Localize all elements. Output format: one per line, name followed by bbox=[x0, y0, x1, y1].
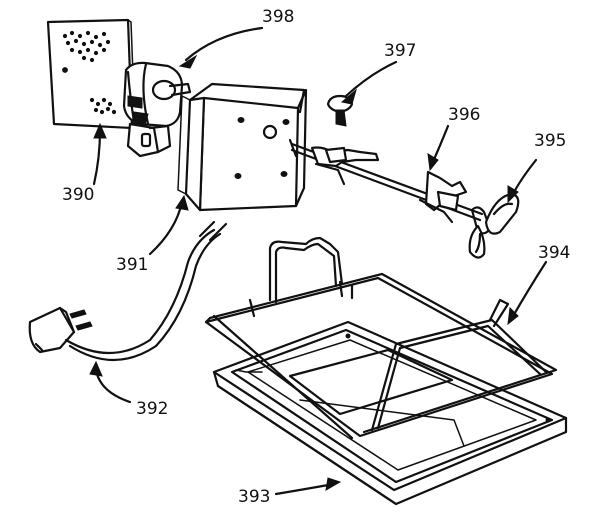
part-393-drip-pan bbox=[212, 320, 568, 506]
callout-398: 398 bbox=[262, 7, 294, 27]
callout-394: 394 bbox=[538, 243, 570, 263]
callout-396: 396 bbox=[448, 105, 480, 125]
part-390-mounting-plate bbox=[46, 18, 136, 130]
part-395-handle bbox=[468, 192, 520, 259]
part-392-power-cord bbox=[28, 220, 228, 362]
callout-392: 392 bbox=[136, 399, 168, 419]
callout-391: 391 bbox=[116, 255, 148, 275]
part-394-wire-rack bbox=[204, 236, 558, 440]
callout-leaders bbox=[89, 26, 548, 496]
part-391-housing bbox=[177, 82, 308, 212]
callout-395: 395 bbox=[534, 131, 566, 151]
part-398-motor bbox=[122, 61, 192, 158]
callout-labels: 398 397 396 395 390 391 394 392 393 bbox=[62, 7, 570, 507]
callout-390: 390 bbox=[62, 185, 94, 205]
callout-397: 397 bbox=[384, 41, 416, 61]
part-396-spit-rod bbox=[288, 138, 484, 224]
callout-393: 393 bbox=[238, 487, 270, 507]
